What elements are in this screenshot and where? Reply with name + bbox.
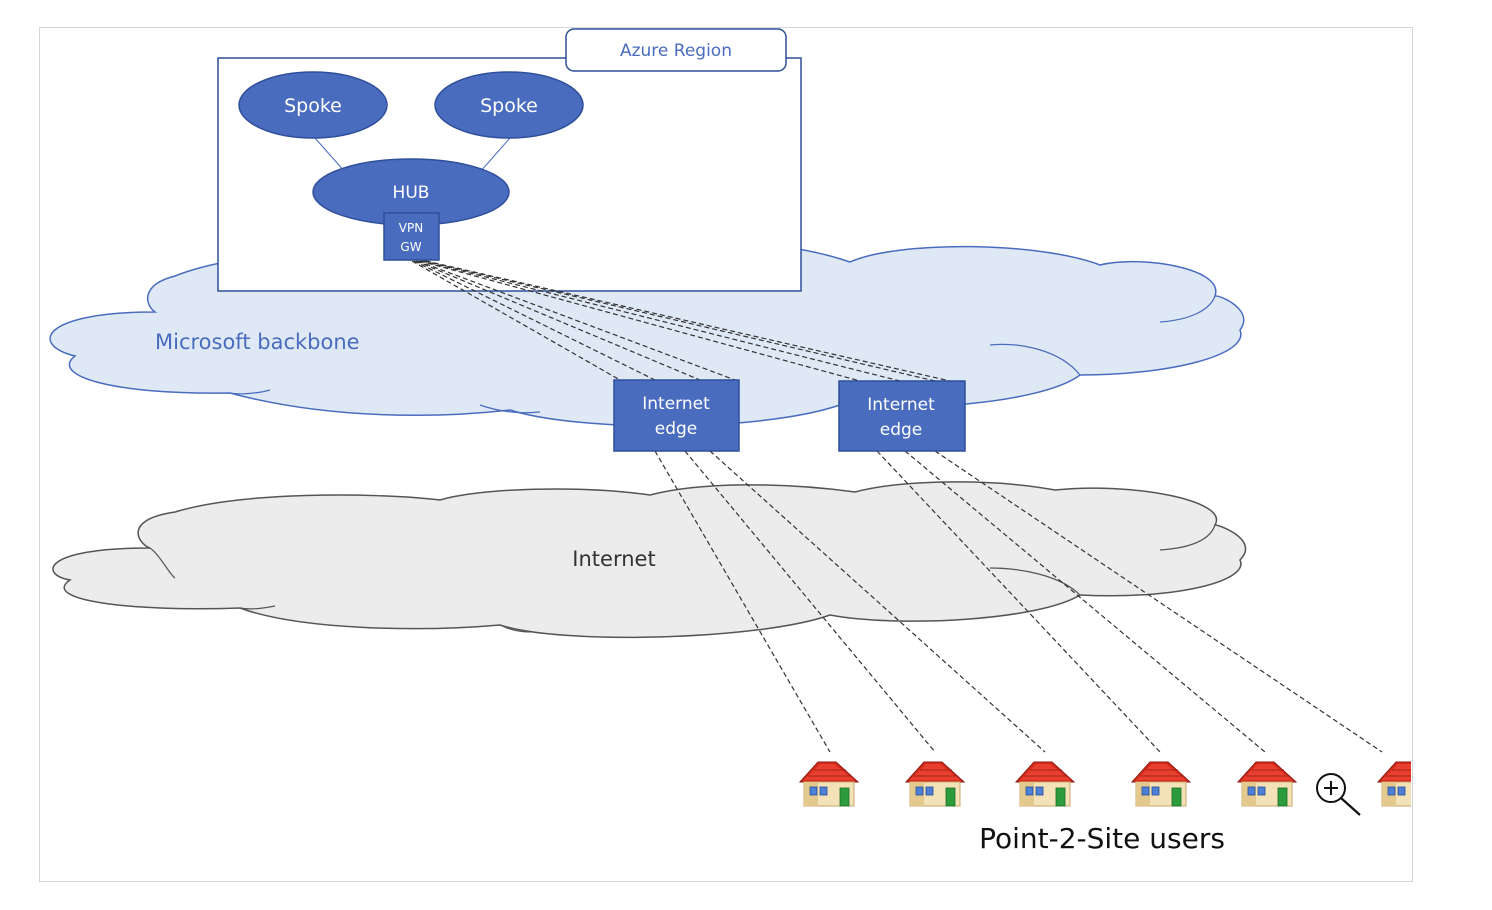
house-icon (1015, 761, 1075, 807)
spoke-link-right (479, 137, 511, 173)
edge-label-line1: Internet (867, 395, 935, 415)
zoom-in-icon[interactable] (1310, 766, 1366, 820)
edge-user-link (654, 450, 831, 753)
gw-edge-link (421, 260, 901, 382)
house-icon (799, 761, 859, 807)
backbone-label: Microsoft backbone (155, 330, 360, 354)
vpn-gateway: VPN GW (383, 212, 440, 261)
gw-edge-link (417, 260, 736, 381)
gw-edge-link (415, 260, 701, 381)
internet-label: Internet (572, 547, 655, 571)
edge-user-link (904, 450, 1266, 753)
internet-cloud (52, 481, 1247, 639)
hub-node: HUB (312, 158, 510, 226)
gw-edge-link (425, 260, 951, 382)
house-icon (1237, 761, 1297, 807)
internet-cloud-details (149, 524, 1216, 633)
spoke-label: Spoke (480, 95, 538, 117)
edge-label-line2: edge (655, 419, 698, 439)
edge-user-link (934, 450, 1383, 753)
vpn-links (411, 260, 1383, 753)
internet-edge-2: Internet edge (838, 380, 966, 452)
spoke-node-left: Spoke (238, 71, 388, 139)
spoke-link-left (314, 137, 346, 173)
internet-edge-1: Internet edge (613, 379, 740, 452)
azure-region-tab (565, 28, 787, 72)
vpn-gw-line1: VPN (399, 221, 423, 235)
hub-label: HUB (393, 183, 430, 203)
edge-label-line2: edge (880, 420, 923, 440)
house-icon (905, 761, 965, 807)
edge-user-link (684, 450, 936, 753)
users-label: Point-2-Site users (979, 822, 1225, 855)
house-icon (1377, 761, 1411, 807)
gw-edge-link (413, 260, 656, 381)
edge-user-link (876, 450, 1161, 753)
vpn-gw-line2: GW (400, 240, 421, 254)
spoke-label: Spoke (284, 95, 342, 117)
house-icon (1131, 761, 1191, 807)
azure-region-label: Azure Region (620, 41, 732, 61)
spoke-node-right: Spoke (434, 71, 584, 139)
edge-user-link (709, 450, 1046, 753)
gw-edge-link (419, 260, 861, 382)
edge-label-line1: Internet (642, 394, 710, 414)
